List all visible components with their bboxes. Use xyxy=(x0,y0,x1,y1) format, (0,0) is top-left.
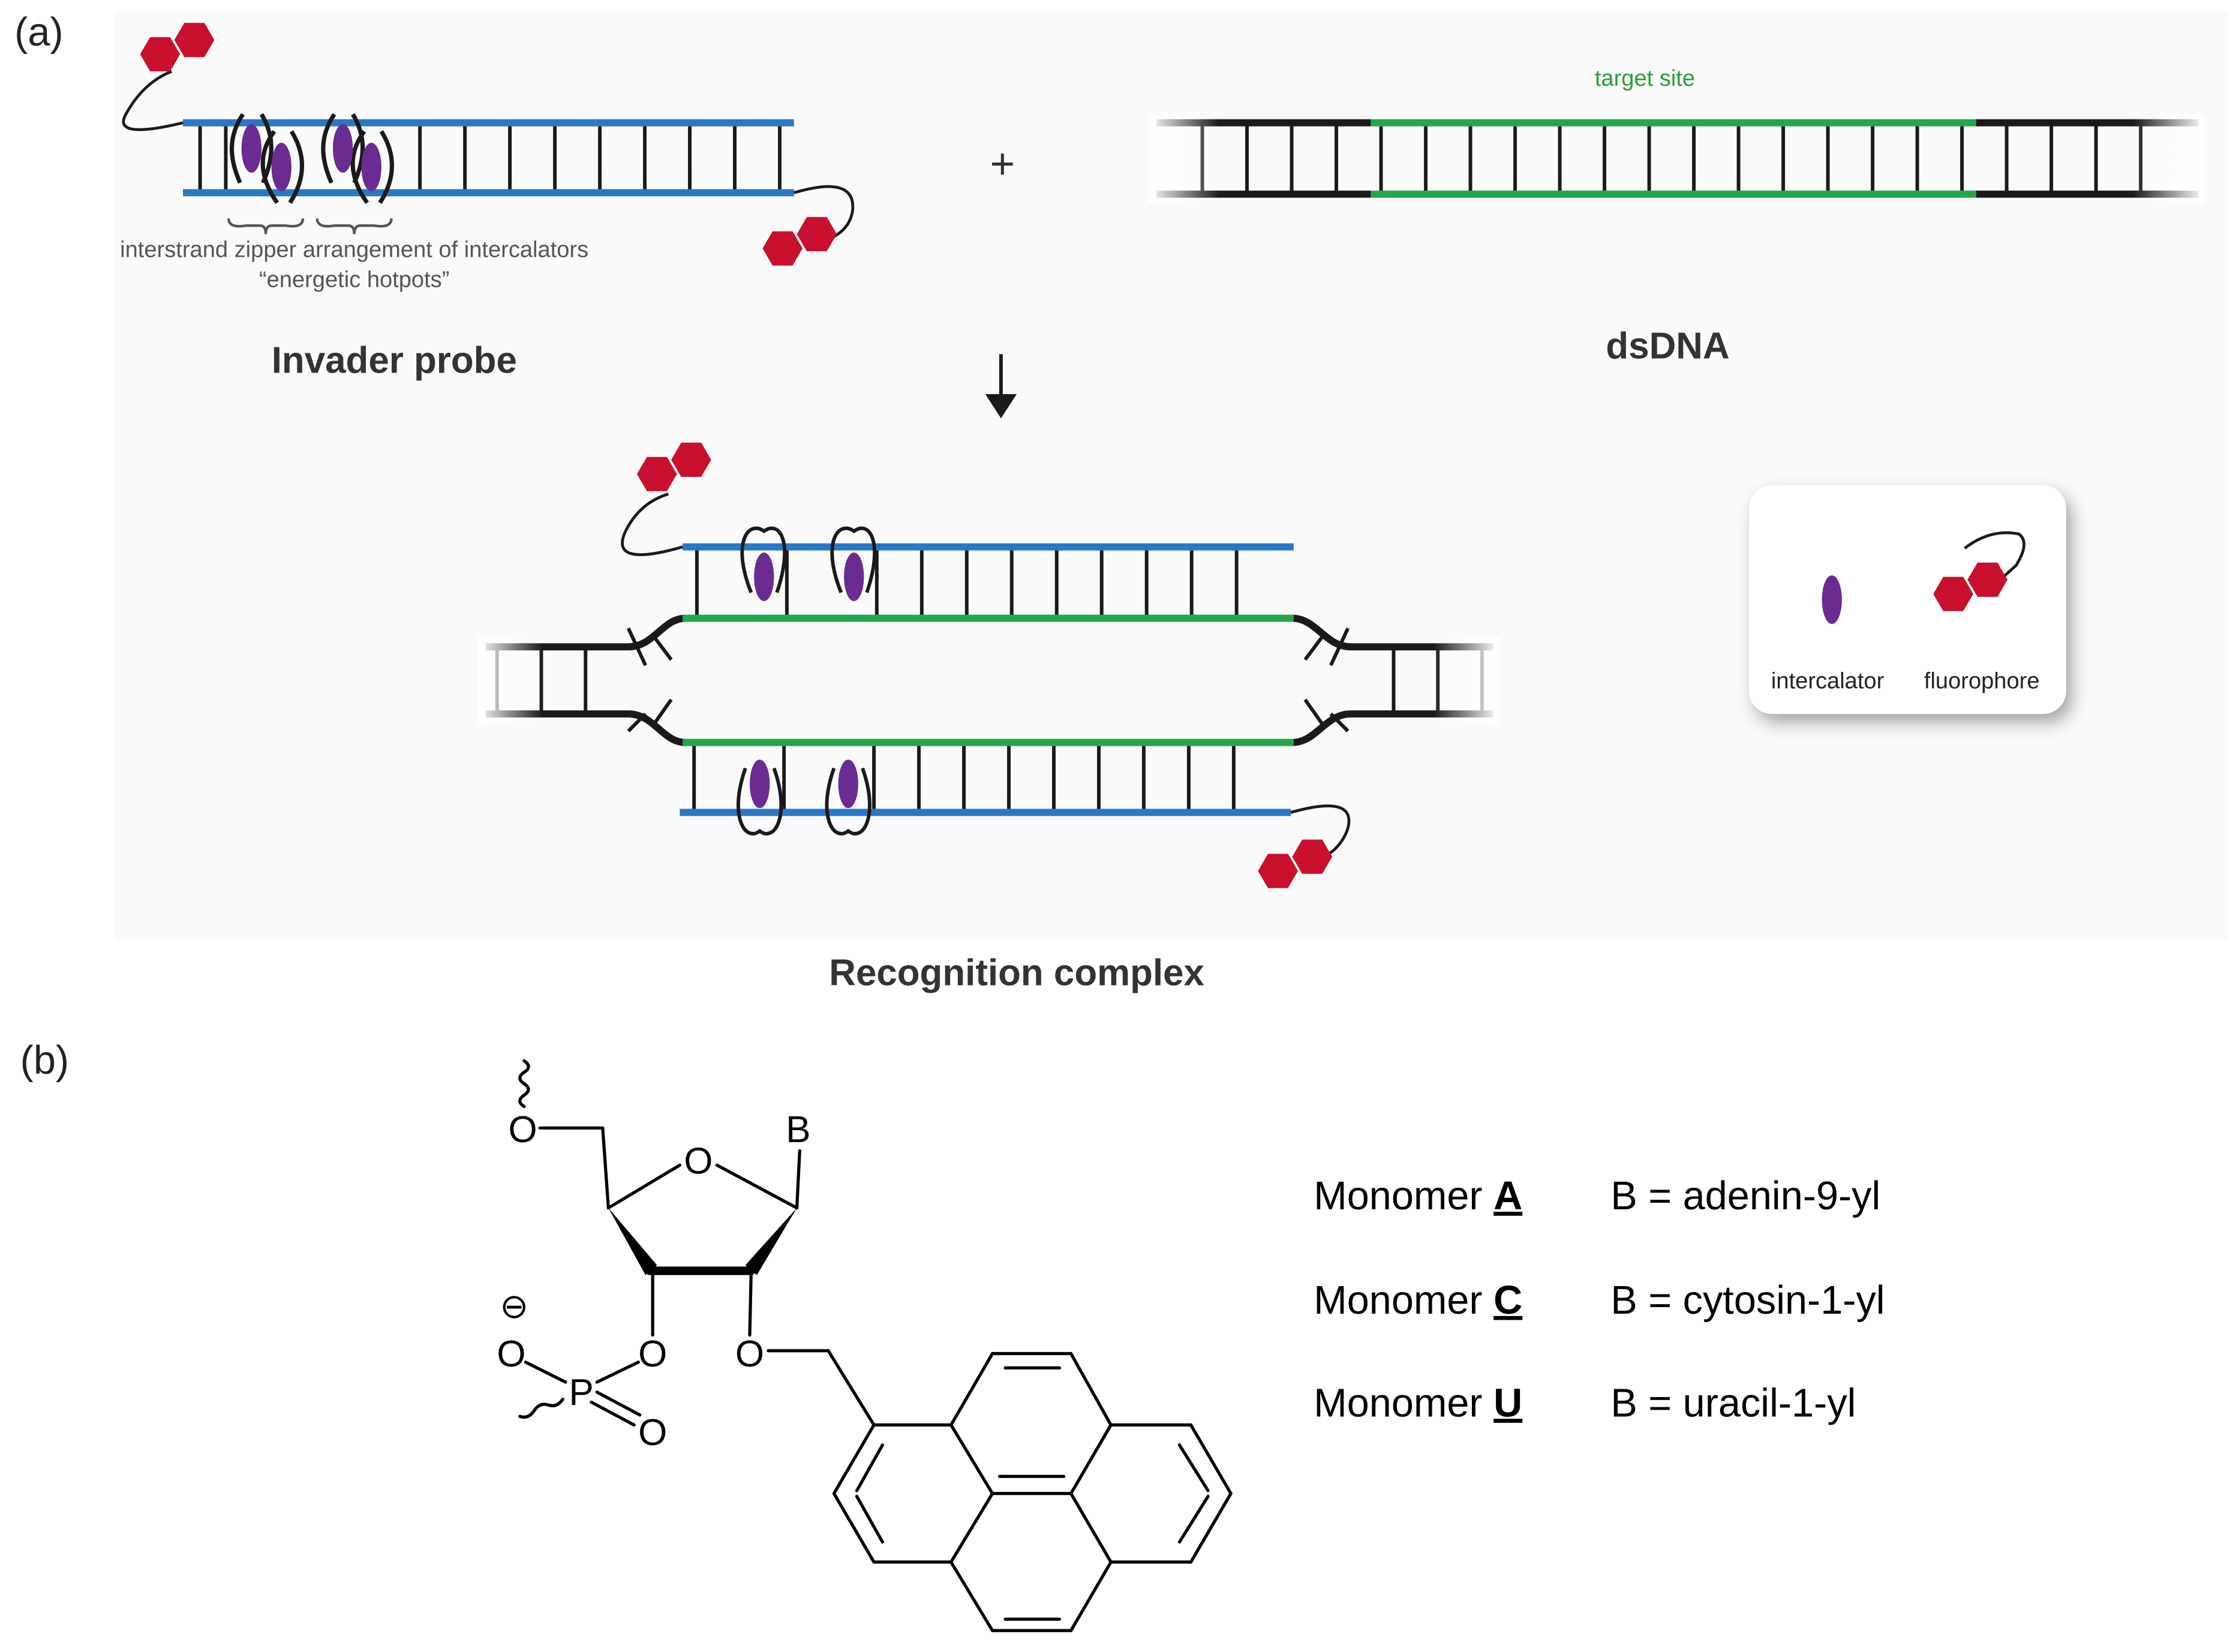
dna-strand xyxy=(485,710,686,746)
pyrene-bond xyxy=(855,1494,884,1544)
monomer-letter: U xyxy=(1493,1381,1522,1425)
monomer-row-c: Monomer C xyxy=(1314,1278,1522,1323)
hotspot-2 xyxy=(321,113,395,205)
base-pair-rung xyxy=(1303,698,1324,725)
pyrene-bond xyxy=(1189,1492,1233,1564)
pyrene-bond xyxy=(1189,1423,1233,1495)
intercalator xyxy=(241,124,262,173)
panel-b-label: (b) xyxy=(20,1038,69,1083)
pyrene-bond xyxy=(949,1423,994,1495)
intercalator xyxy=(754,552,774,602)
target-dsdna xyxy=(1148,114,2205,203)
monomer-a-definition: B = adenin-9-yl xyxy=(1610,1174,1880,1218)
intercalator xyxy=(844,552,864,602)
pyrene xyxy=(832,1351,1233,1632)
intercalator-legend-icon xyxy=(1822,575,1842,624)
pyrene-bond xyxy=(832,1492,876,1564)
pyrene-bond xyxy=(1177,1494,1210,1544)
legend-intercalator-label: intercalator xyxy=(1771,668,1885,693)
hotspot-1 xyxy=(229,113,305,205)
pyrene-bond xyxy=(1069,1423,1113,1495)
pyrene-bond xyxy=(1069,1560,1113,1632)
invader-probe-title: Invader probe xyxy=(272,340,517,381)
probe-base-pairs xyxy=(198,122,782,193)
brace xyxy=(315,218,393,235)
monomer-row-u: Monomer U xyxy=(1314,1381,1522,1425)
charge-symbol: ⊖ xyxy=(500,1287,528,1326)
tether xyxy=(621,492,683,557)
monomer-c-definition: B = cytosin-1-yl xyxy=(1610,1278,1885,1323)
atom-p: P xyxy=(569,1372,593,1413)
pyrene-bond xyxy=(1069,1351,1113,1427)
intercalator xyxy=(361,143,381,191)
intercalator xyxy=(838,759,858,809)
pyrene-bond xyxy=(855,1443,884,1492)
panel-a-label: (a) xyxy=(14,10,63,55)
atom-o-double: O xyxy=(638,1412,667,1453)
pyrene-bond xyxy=(1069,1492,1113,1564)
plus-sign: + xyxy=(990,140,1015,188)
chemical-structure xyxy=(518,1059,876,1427)
tether xyxy=(122,70,184,131)
pyrene-bond xyxy=(949,1492,994,1564)
brace xyxy=(227,218,305,235)
down-arrow-icon xyxy=(985,354,1017,419)
hotspot-note: “energetic hotpots” xyxy=(259,267,449,292)
legend-fluorophore-label: fluorophore xyxy=(1924,668,2040,693)
wavy-bond xyxy=(518,1059,530,1109)
dsdna-title: dsDNA xyxy=(1606,325,1729,367)
dna-strand xyxy=(1292,710,1494,746)
wavy-bond xyxy=(518,1398,564,1419)
intercalator xyxy=(750,759,770,809)
pyrene-bond xyxy=(949,1560,994,1632)
atom-base: B xyxy=(786,1109,810,1151)
recognition-complex xyxy=(477,442,1499,888)
base-pair-rung xyxy=(653,698,673,725)
monomer-row-a: Monomer A xyxy=(1314,1174,1522,1218)
base-pair-rung xyxy=(653,635,673,661)
monomer-letter: A xyxy=(1493,1174,1522,1218)
monomer-u-definition: B = uracil-1-yl xyxy=(1610,1381,1856,1425)
monomer-letter: C xyxy=(1493,1278,1522,1323)
recognition-complex-title: Recognition complex xyxy=(829,952,1204,993)
atom-o2: O xyxy=(735,1333,764,1375)
atom-o-minus: O xyxy=(497,1333,525,1375)
atom-ring-o: O xyxy=(684,1141,713,1182)
legend: intercalator fluorophore xyxy=(1749,485,2066,714)
tether xyxy=(1964,531,2025,579)
invader-probe xyxy=(122,23,855,266)
intercalator xyxy=(332,124,353,173)
atom-o5: O xyxy=(508,1109,537,1151)
dna-strand xyxy=(485,614,686,651)
base-pair-rung xyxy=(1303,635,1324,661)
dna-strand xyxy=(1292,614,1494,651)
legend-box xyxy=(1749,485,2066,714)
monomer-list: Monomer A B = adenin-9-yl Monomer C B = … xyxy=(1314,1174,1885,1425)
target-site-label: target site xyxy=(1595,66,1695,91)
pyrene-bond xyxy=(832,1423,876,1495)
intercalator xyxy=(271,143,291,191)
pyrene-bond xyxy=(949,1351,994,1427)
pyrene-bond xyxy=(1177,1443,1210,1492)
atom-o3: O xyxy=(638,1333,667,1375)
zipper-note: interstrand zipper arrangement of interc… xyxy=(120,237,588,262)
